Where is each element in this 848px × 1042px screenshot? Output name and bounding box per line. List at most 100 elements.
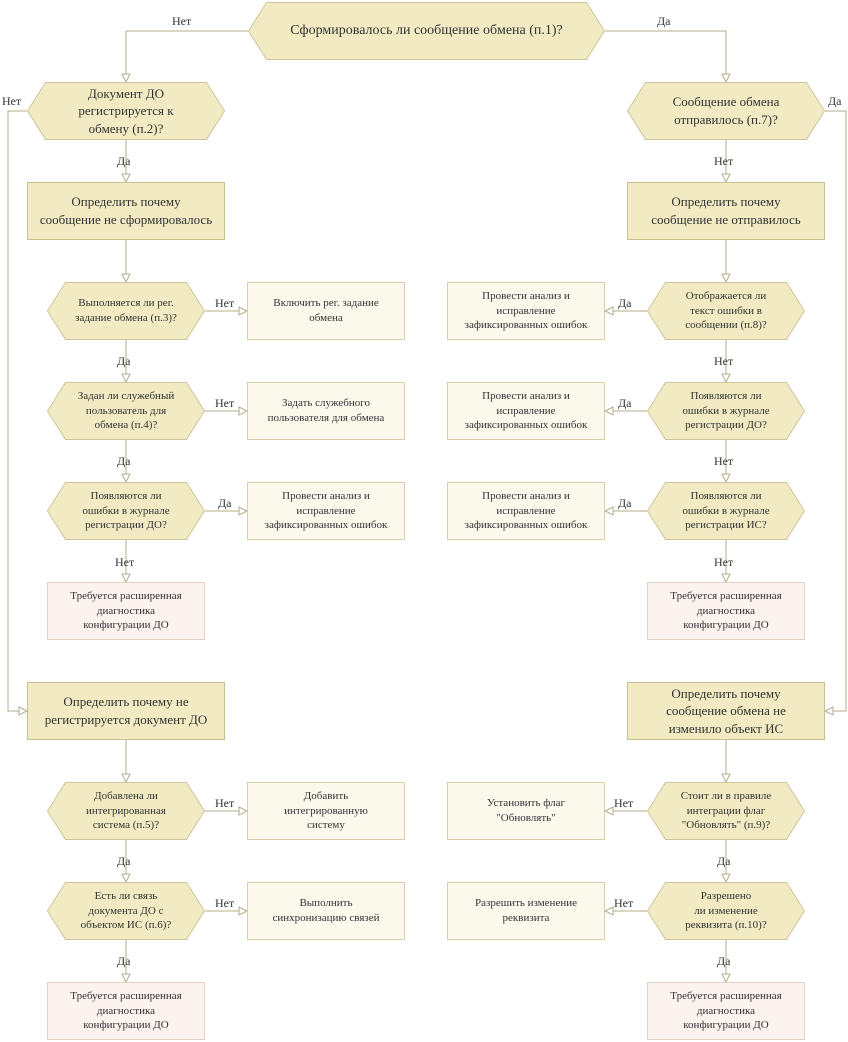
node-b-q5-text: Добавить интегрированную систему: [284, 789, 368, 832]
node-q10-text: Разрешено ли изменение реквизита (п.10)?: [685, 889, 767, 932]
node-b-qislog-text: Провести анализ и исправление зафиксиров…: [464, 489, 588, 532]
edge-label-q3-yes: Да: [117, 354, 131, 368]
edge-label-qdolog-yes: Да: [218, 496, 232, 510]
edge-label-q3-no: Нет: [215, 296, 235, 310]
edge-label-q5-yes: Да: [117, 854, 131, 868]
edge-label-qdolog-no: Нет: [115, 555, 135, 569]
edge-label-q10-no: Нет: [614, 896, 634, 910]
node-b-qrdolog-text: Провести анализ и исправление зафиксиров…: [464, 389, 588, 432]
e-q5-b-arrowhead: [238, 806, 249, 816]
e-q2-a1-arrowhead: [121, 173, 131, 184]
node-q-islog-text: Появляются ли ошибки в журнале регистрац…: [682, 489, 770, 532]
node-b_q6-box-shape: [247, 882, 405, 940]
node-d_right1-box-shape: [647, 582, 805, 640]
node-d-left2-text: Требуется расширенная диагностика конфиг…: [70, 989, 182, 1032]
e-q9-q10-arrowhead: [721, 873, 731, 884]
node-b_qdolog-box-shape: [247, 482, 405, 540]
node-b_q5-box-shape: [247, 782, 405, 840]
node-d-right1-text: Требуется расширенная диагностика конфиг…: [670, 589, 782, 632]
e-q1-q2-arrowhead: [121, 73, 131, 84]
e-a_left1-q3-arrowhead: [121, 273, 131, 284]
edge-label-q1-no: Нет: [172, 14, 192, 28]
e-qislog-b-arrowhead: [603, 506, 614, 516]
e-qrdolog-b-arrowhead: [603, 406, 614, 416]
node-a-right2-text: Определить почему сообщение обмена не из…: [666, 685, 786, 736]
edge-label-qislog-no: Нет: [714, 555, 734, 569]
node-b-q8-text: Провести анализ и исправление зафиксиров…: [464, 289, 588, 332]
node-b_qrdolog-box-shape: [447, 382, 605, 440]
edge-label-qislog-yes: Да: [618, 496, 632, 510]
node-d_left2-box-shape: [47, 982, 205, 1040]
edge-label-q4-no: Нет: [215, 396, 235, 410]
edge-label-q8-yes: Да: [618, 296, 632, 310]
node-a_right1-box-shape: [627, 182, 825, 240]
node-b-q4-text: Задать служебного пользователя для обмен…: [267, 397, 385, 424]
e-q4-qdolog-arrowhead: [121, 473, 131, 484]
e-qdolog-b-arrowhead: [238, 506, 249, 516]
edge-label-q2-yes: Да: [117, 154, 131, 168]
node-d_left1-box-shape: [47, 582, 205, 640]
node-q1-text: Сформировалось ли сообщение обмена (п.1)…: [290, 22, 563, 38]
e-q8-qrdolog-arrowhead: [721, 373, 731, 384]
edge-label-q2-no: Нет: [2, 94, 22, 108]
edge-label-q7-yes: Да: [828, 94, 842, 108]
node-q4-text: Задан ли служебный пользователь для обме…: [77, 389, 175, 432]
node-q_dolog-decision-shape: [46, 482, 206, 540]
node-q7-text: Сообщение обмена отправилось (п.7)?: [672, 94, 780, 127]
e-q4-b-arrowhead: [238, 406, 249, 416]
node-q2-decision-shape: [26, 82, 226, 140]
e-a_right1-q8-arrowhead: [721, 273, 731, 284]
node-a_left1-box-shape: [27, 182, 225, 240]
edge-label-q5-no: Нет: [215, 796, 235, 810]
node-a-right1-text: Определить почему сообщение не отправило…: [651, 194, 801, 227]
edge-label-qrdolog-no: Нет: [714, 454, 734, 468]
edge-label-qrdolog-yes: Да: [618, 396, 632, 410]
e-q6-b-arrowhead: [238, 906, 249, 916]
node-q9-decision-shape: [646, 782, 806, 840]
node-b_qislog-box-shape: [447, 482, 605, 540]
node-d-left1-text: Требуется расширенная диагностика конфиг…: [70, 589, 182, 632]
node-q6-text: Есть ли связь документа ДО с объектом ИС…: [80, 889, 172, 932]
e-q8-b-arrowhead: [603, 306, 614, 316]
e-qdolog-d-arrowhead: [121, 573, 131, 584]
edge-label-q1-yes: Да: [657, 14, 671, 28]
edge-label-q6-yes: Да: [117, 954, 131, 968]
e-a_left2-q5-arrowhead: [121, 773, 131, 784]
edge-label-q10-yes: Да: [717, 954, 731, 968]
node-q_islog-decision-shape: [646, 482, 806, 540]
node-b_q9-box-shape: [447, 782, 605, 840]
e-q6-d-arrowhead: [121, 973, 131, 984]
e-q10-b-arrowhead: [603, 906, 614, 916]
node-q_rdolog-decision-shape: [646, 382, 806, 440]
node-q-rdolog-text: Появляются ли ошибки в журнале регистрац…: [682, 389, 770, 432]
node-q9-text: Стоит ли в правиле интеграции флаг "Обно…: [680, 789, 772, 832]
e-q1-q7-arrowhead: [721, 73, 731, 84]
e-q9-b-arrowhead: [603, 806, 614, 816]
node-d_right2-box-shape: [647, 982, 805, 1040]
node-q2-text: Документ ДО регистрируется к обмену (п.2…: [78, 85, 174, 136]
node-a-left1-text: Определить почему сообщение не сформиров…: [39, 194, 213, 227]
e-q2-left2-line: [7, 110, 27, 712]
node-b-q6-text: Выполнить синхронизацию связей: [272, 897, 380, 924]
node-q3-text: Выполняется ли рег. задание обмена (п.3)…: [75, 297, 177, 324]
node-a-left2-text: Определить почему не регистрируется доку…: [44, 694, 208, 727]
e-q2-left2-arrowhead: [18, 706, 29, 716]
node-q5-text: Добавлена ли интегрированная система (п.…: [85, 789, 166, 832]
edge-label-q7-no: Нет: [714, 154, 734, 168]
edge-label-q9-no: Нет: [614, 796, 634, 810]
e-q10-d-arrowhead: [721, 973, 731, 984]
node-q6-decision-shape: [46, 882, 206, 940]
node-q10-decision-shape: [646, 882, 806, 940]
node-b_q4-box-shape: [247, 382, 405, 440]
node-b-q9-text: Установить флаг "Обновлять": [487, 797, 565, 824]
e-q1-q2-line: [125, 30, 248, 82]
node-q8-decision-shape: [646, 282, 806, 340]
node-a_left2-box-shape: [27, 682, 225, 740]
node-b-q10-text: Разрешить изменение реквизита: [474, 897, 577, 924]
edge-label-q8-no: Нет: [714, 354, 734, 368]
e-a_right2-q9-arrowhead: [721, 773, 731, 784]
e-q7-right2-line: [825, 110, 847, 712]
e-qislog-d-arrowhead: [721, 573, 731, 584]
